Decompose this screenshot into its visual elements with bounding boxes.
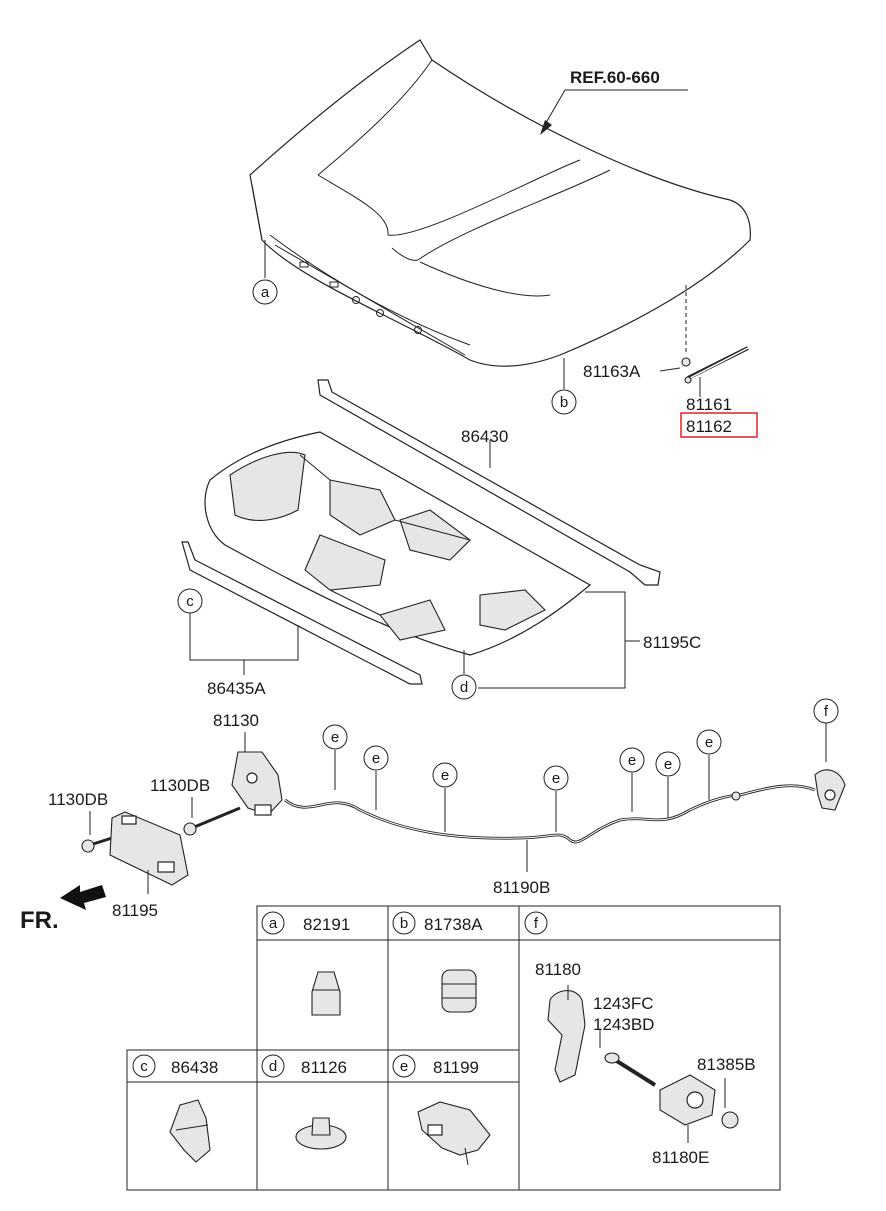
callout-e-5: e: [619, 747, 645, 812]
direction-label: FR.: [20, 907, 59, 934]
callout-e-2: e: [363, 745, 389, 810]
part-81161: 81161: [686, 395, 732, 414]
legend-a-header: a 82191: [261, 911, 350, 935]
rear-seal-strip: [317, 379, 661, 586]
svg-text:a: a: [261, 284, 270, 301]
latch-bracket: [109, 811, 189, 886]
ref-arrow: [540, 89, 688, 135]
nut-81385b-icon: [721, 1078, 739, 1129]
release-cable: [284, 784, 816, 844]
front-direction-arrow: [60, 885, 106, 910]
cable-clip-81199-icon: [417, 1101, 491, 1166]
legend-a-part: 82191: [303, 915, 350, 934]
ref-label: REF.60-660: [570, 68, 660, 87]
svg-text:d: d: [269, 1058, 277, 1075]
svg-text:d: d: [460, 679, 468, 696]
part-81195c: 81195C: [643, 633, 701, 652]
bolt-left: [81, 836, 113, 853]
part-81163a: 81163A: [583, 362, 641, 381]
part-81162: 81162: [686, 417, 732, 436]
svg-text:e: e: [628, 752, 636, 769]
part-1130db-left: 1130DB: [48, 790, 108, 809]
svg-text:e: e: [331, 729, 339, 746]
svg-text:c: c: [140, 1058, 148, 1075]
callout-e-6: e: [655, 751, 681, 818]
clip-82191-icon: [311, 971, 341, 1016]
svg-text:f: f: [534, 915, 539, 932]
handle-81180-icon: [547, 985, 586, 1083]
front-seal-strip: [181, 541, 423, 685]
callout-f-handle: f: [813, 698, 839, 762]
bolt-right: [183, 806, 241, 836]
legend-f-part-1243bd: 1243BD: [593, 1015, 654, 1034]
part-81190b: 81190B: [493, 878, 550, 897]
hood-latch: [231, 751, 283, 816]
svg-text:e: e: [705, 734, 713, 751]
legend-c-part: 86438: [171, 1058, 218, 1077]
grommet-81126-icon: [295, 1117, 347, 1150]
legend-f-header: f: [524, 911, 548, 935]
callout-e-1: e: [322, 724, 348, 790]
legend-e-part: 81199: [433, 1058, 479, 1077]
legend-f-part-1243fc: 1243FC: [593, 994, 653, 1013]
callout-b-hood: b: [551, 389, 577, 415]
hood-insulator-pad: [204, 431, 592, 656]
hood-panel: [249, 39, 751, 367]
legend-d-header: d 81126: [261, 1054, 347, 1078]
svg-text:e: e: [372, 750, 380, 767]
legend-f-part-81180: 81180: [535, 960, 581, 979]
legend-e-header: e 81199: [392, 1054, 479, 1078]
svg-text:b: b: [560, 394, 568, 411]
callout-e-4: e: [543, 765, 569, 832]
clip-86438-icon: [169, 1099, 211, 1163]
svg-text:c: c: [186, 593, 194, 610]
part-86430: 86430: [461, 427, 508, 446]
svg-text:b: b: [400, 915, 408, 932]
screw-1243fc-icon: [599, 1030, 657, 1087]
bumper-81738a-icon: [441, 969, 477, 1013]
part-81195: 81195: [112, 901, 158, 920]
part-1130db-right: 1130DB: [150, 776, 210, 795]
bracket-81180e-icon: [659, 1074, 716, 1143]
svg-text:a: a: [269, 915, 278, 932]
legend-table: [126, 905, 781, 1191]
hood-stay-rod: [659, 285, 749, 397]
legend-b-part: 81738A: [424, 915, 483, 934]
svg-text:e: e: [400, 1058, 408, 1075]
svg-text:e: e: [664, 756, 672, 773]
highlight-box: [680, 412, 758, 438]
callout-c-strip: c: [177, 588, 203, 614]
callout-e-7: e: [696, 729, 722, 800]
legend-f-part-81180e: 81180E: [652, 1148, 709, 1167]
legend-c-header: c 86438: [132, 1054, 218, 1078]
svg-text:e: e: [552, 770, 560, 787]
callout-e-3: e: [432, 762, 458, 832]
legend-f-part-81385b: 81385B: [697, 1055, 756, 1074]
part-81130: 81130: [213, 711, 259, 730]
svg-text:e: e: [441, 767, 449, 784]
svg-text:f: f: [824, 703, 829, 720]
release-handle: [814, 769, 846, 811]
legend-b-header: b 81738A: [392, 911, 483, 935]
part-86435a: 86435A: [207, 679, 266, 698]
callout-d-pad: d: [451, 674, 477, 700]
callout-a-hood: a: [252, 279, 278, 305]
legend-d-part: 81126: [301, 1058, 347, 1077]
